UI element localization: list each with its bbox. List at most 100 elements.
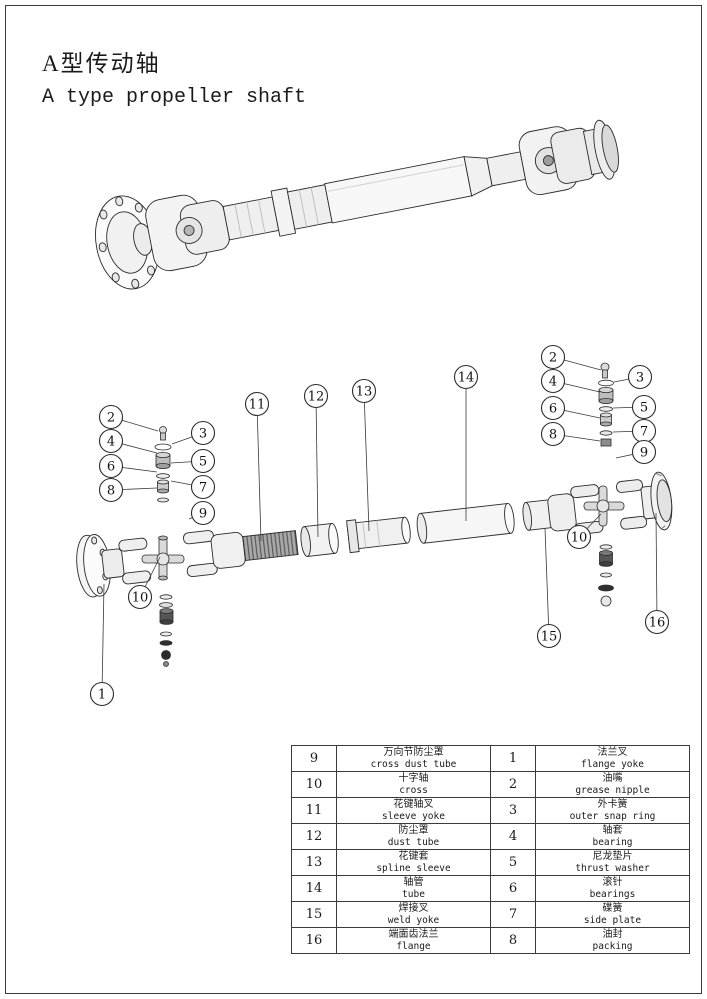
part-name-zh: 尼龙垫片 [592, 851, 633, 862]
part-number: 9 [291, 745, 337, 772]
balloon-3: 3 [627, 364, 653, 390]
part-name-zh: 防尘罩 [398, 825, 429, 836]
part-name: 防尘罩 dust tube [336, 823, 491, 850]
part-spline-sleeve-13 [346, 516, 411, 554]
balloon-1: 1 [89, 681, 115, 707]
part-name: 十字轴 cross [336, 771, 491, 798]
part-sleeve-yoke-11 [183, 530, 299, 578]
part-number: 13 [291, 849, 337, 876]
table-row: 12 防尘罩 dust tube 4 轴套 bearing [291, 823, 690, 850]
svg-text:2: 2 [549, 351, 557, 366]
balloon-13: 13 [351, 378, 377, 404]
shaft-left-flange [95, 195, 160, 290]
balloon-6: 6 [98, 453, 124, 479]
part-number: 4 [490, 823, 536, 850]
part-number: 1 [490, 745, 536, 772]
part-name: 万向节防尘罩 cross dust tube [336, 745, 491, 772]
assembled-shaft-drawing [95, 119, 619, 290]
part-name: 轴管 tube [336, 875, 491, 902]
balloon-4: 4 [540, 368, 566, 394]
svg-text:2: 2 [107, 411, 115, 426]
title-chinese: A型传动轴 [42, 51, 161, 76]
part-name: 油封 packing [535, 927, 690, 954]
cross-journal-right [583, 485, 625, 527]
part-name-en: tube [402, 889, 425, 900]
part-weld-yoke-15 [522, 484, 604, 535]
balloon-3: 3 [190, 420, 216, 446]
leader-line-13 [363, 390, 370, 532]
part-name-zh: 轴套 [602, 825, 623, 836]
part-name-en: dust tube [387, 837, 440, 848]
part-name-zh: 油嘴 [602, 773, 623, 784]
part-end-flange-16 [616, 471, 673, 531]
part-name: 滚针 bearings [535, 875, 690, 902]
grease-nipple-right [600, 362, 610, 379]
balloon-6: 6 [540, 395, 566, 421]
balloon-4: 4 [98, 428, 124, 454]
svg-text:14: 14 [458, 371, 475, 386]
table-row: 10 十字轴 cross 2 油嘴 grease nipple [291, 771, 690, 798]
seal-ring-left [157, 497, 169, 503]
part-name: 轴套 bearing [535, 823, 690, 850]
part-name-en: packing [592, 941, 633, 952]
balloon-7: 7 [631, 418, 657, 444]
table-row: 16 端面齿法兰 flange 8 油封 packing [291, 927, 690, 954]
balloon-7: 7 [190, 474, 216, 500]
part-name: 碟簧 side plate [535, 901, 690, 928]
part-number: 12 [291, 823, 337, 850]
table-row: 15 焊接叉 weld yoke 7 碟簧 side plate [291, 901, 690, 928]
part-name-en: cross dust tube [370, 759, 457, 770]
part-name-zh: 焊接叉 [398, 903, 429, 914]
side-plate-right [599, 430, 613, 436]
leader-line-12 [315, 395, 319, 538]
part-name-en: sleeve yoke [382, 811, 445, 822]
part-name: 尼龙垫片 thrust washer [535, 849, 690, 876]
balloon-16: 16 [644, 609, 670, 635]
svg-text:8: 8 [107, 484, 115, 499]
part-number: 14 [291, 875, 337, 902]
svg-text:4: 4 [107, 435, 115, 450]
svg-text:11: 11 [249, 398, 266, 413]
svg-text:6: 6 [549, 402, 557, 417]
part-name: 法兰叉 flange yoke [535, 745, 690, 772]
thrust-washer-left [156, 473, 170, 479]
balloon-15: 15 [536, 623, 562, 649]
left-bearing-stack [141, 426, 185, 667]
snap-ring-right [598, 379, 614, 387]
balloon-8: 8 [98, 477, 124, 503]
shaft-tube-section [324, 151, 527, 224]
svg-text:4: 4 [549, 375, 557, 390]
part-name-en: cross [399, 785, 428, 796]
svg-text:9: 9 [640, 446, 648, 461]
part-name-zh: 法兰叉 [597, 747, 628, 758]
lower-stack-left [159, 594, 174, 667]
part-name-zh: 端面齿法兰 [388, 929, 439, 940]
part-name-zh: 油封 [602, 929, 623, 940]
part-name: 外卡簧 outer snap ring [535, 797, 690, 824]
part-name: 花键轴叉 sleeve yoke [336, 797, 491, 824]
part-number: 11 [291, 797, 337, 824]
part-name: 端面齿法兰 flange [336, 927, 491, 954]
part-name: 花键套 spline sleeve [336, 849, 491, 876]
part-name-en: side plate [583, 915, 642, 926]
leader-line-16 [655, 512, 658, 623]
balloon-10: 10 [127, 584, 153, 610]
balloon-9: 9 [631, 439, 657, 465]
exploded-main-parts [76, 471, 673, 598]
title-block: A型传动轴 A type propeller shaft [42, 44, 306, 109]
part-name-zh: 碟簧 [602, 903, 623, 914]
svg-text:13: 13 [356, 385, 373, 400]
part-dust-tube-12 [300, 522, 339, 557]
part-number: 6 [490, 875, 536, 902]
balloon-5: 5 [190, 448, 216, 474]
balloon-2: 2 [540, 344, 566, 370]
svg-text:1: 1 [98, 688, 106, 703]
part-name-en: spline sleeve [376, 863, 451, 874]
svg-text:3: 3 [199, 427, 207, 442]
title-english: A type propeller shaft [42, 86, 307, 109]
packing-right [600, 438, 612, 447]
shaft-left-yoke [145, 194, 230, 272]
